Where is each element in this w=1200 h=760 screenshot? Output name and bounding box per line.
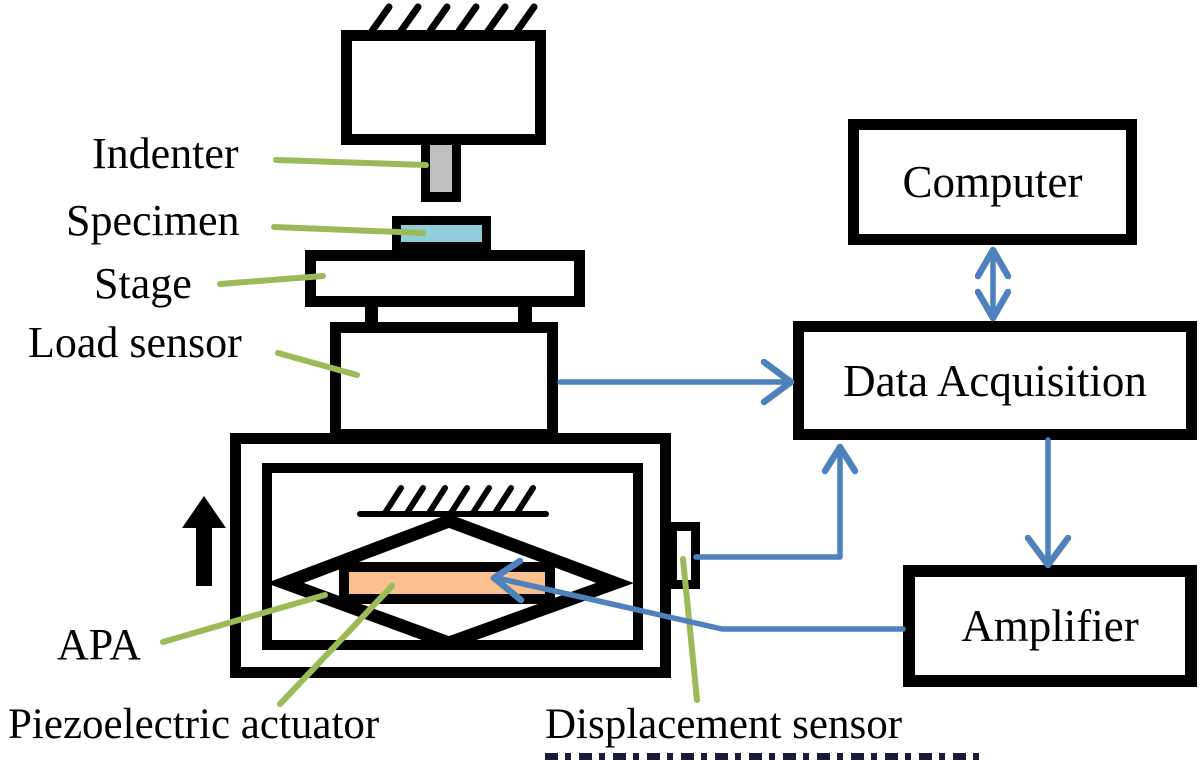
load-sensor-box xyxy=(330,322,558,440)
clipped-text-fragment xyxy=(545,753,987,760)
specimen-label: Specimen xyxy=(66,196,240,245)
fixed-frame-box xyxy=(341,30,546,145)
up-arrow-icon xyxy=(182,496,226,586)
stage-support-right xyxy=(518,303,532,327)
specimen-block xyxy=(392,216,491,251)
displacement-sensor-tab xyxy=(668,522,700,589)
computer-daq-arrowhead-down xyxy=(974,288,1012,322)
stage-label: Stage xyxy=(94,259,192,308)
sensor-to-daq-line xyxy=(693,449,843,560)
amplifier-box: Amplifier xyxy=(903,565,1197,687)
sensor-to-daq-arrowhead xyxy=(821,443,859,475)
indenter-leader-line xyxy=(273,157,429,168)
computer-daq-arrowhead-up xyxy=(974,246,1012,280)
indenter-rod xyxy=(421,145,461,202)
data-acquisition-label: Data Acquisition xyxy=(843,355,1147,406)
daq-to-amp-arrowhead xyxy=(1024,534,1072,569)
amplifier-label: Amplifier xyxy=(961,601,1139,651)
data-acquisition-box: Data Acquisition xyxy=(793,321,1197,440)
apa-label: APA xyxy=(57,620,141,669)
indenter-label: Indenter xyxy=(92,129,239,178)
stage-support-left xyxy=(365,303,378,327)
load-to-daq-arrowhead xyxy=(760,358,795,406)
load-sensor-label: Load sensor xyxy=(28,318,242,367)
computer-label: Computer xyxy=(902,157,1083,207)
indenter-rod-shaft xyxy=(430,145,452,192)
stage-box xyxy=(305,250,585,307)
displacement-sensor-label: Displacement sensor xyxy=(545,701,903,748)
fixed-support-hatch-top-icon xyxy=(368,3,538,35)
actuator-case-inner xyxy=(262,463,643,650)
piezoelectric-actuator-label: Piezoelectric actuator xyxy=(8,701,380,748)
computer-box: Computer xyxy=(848,119,1137,245)
